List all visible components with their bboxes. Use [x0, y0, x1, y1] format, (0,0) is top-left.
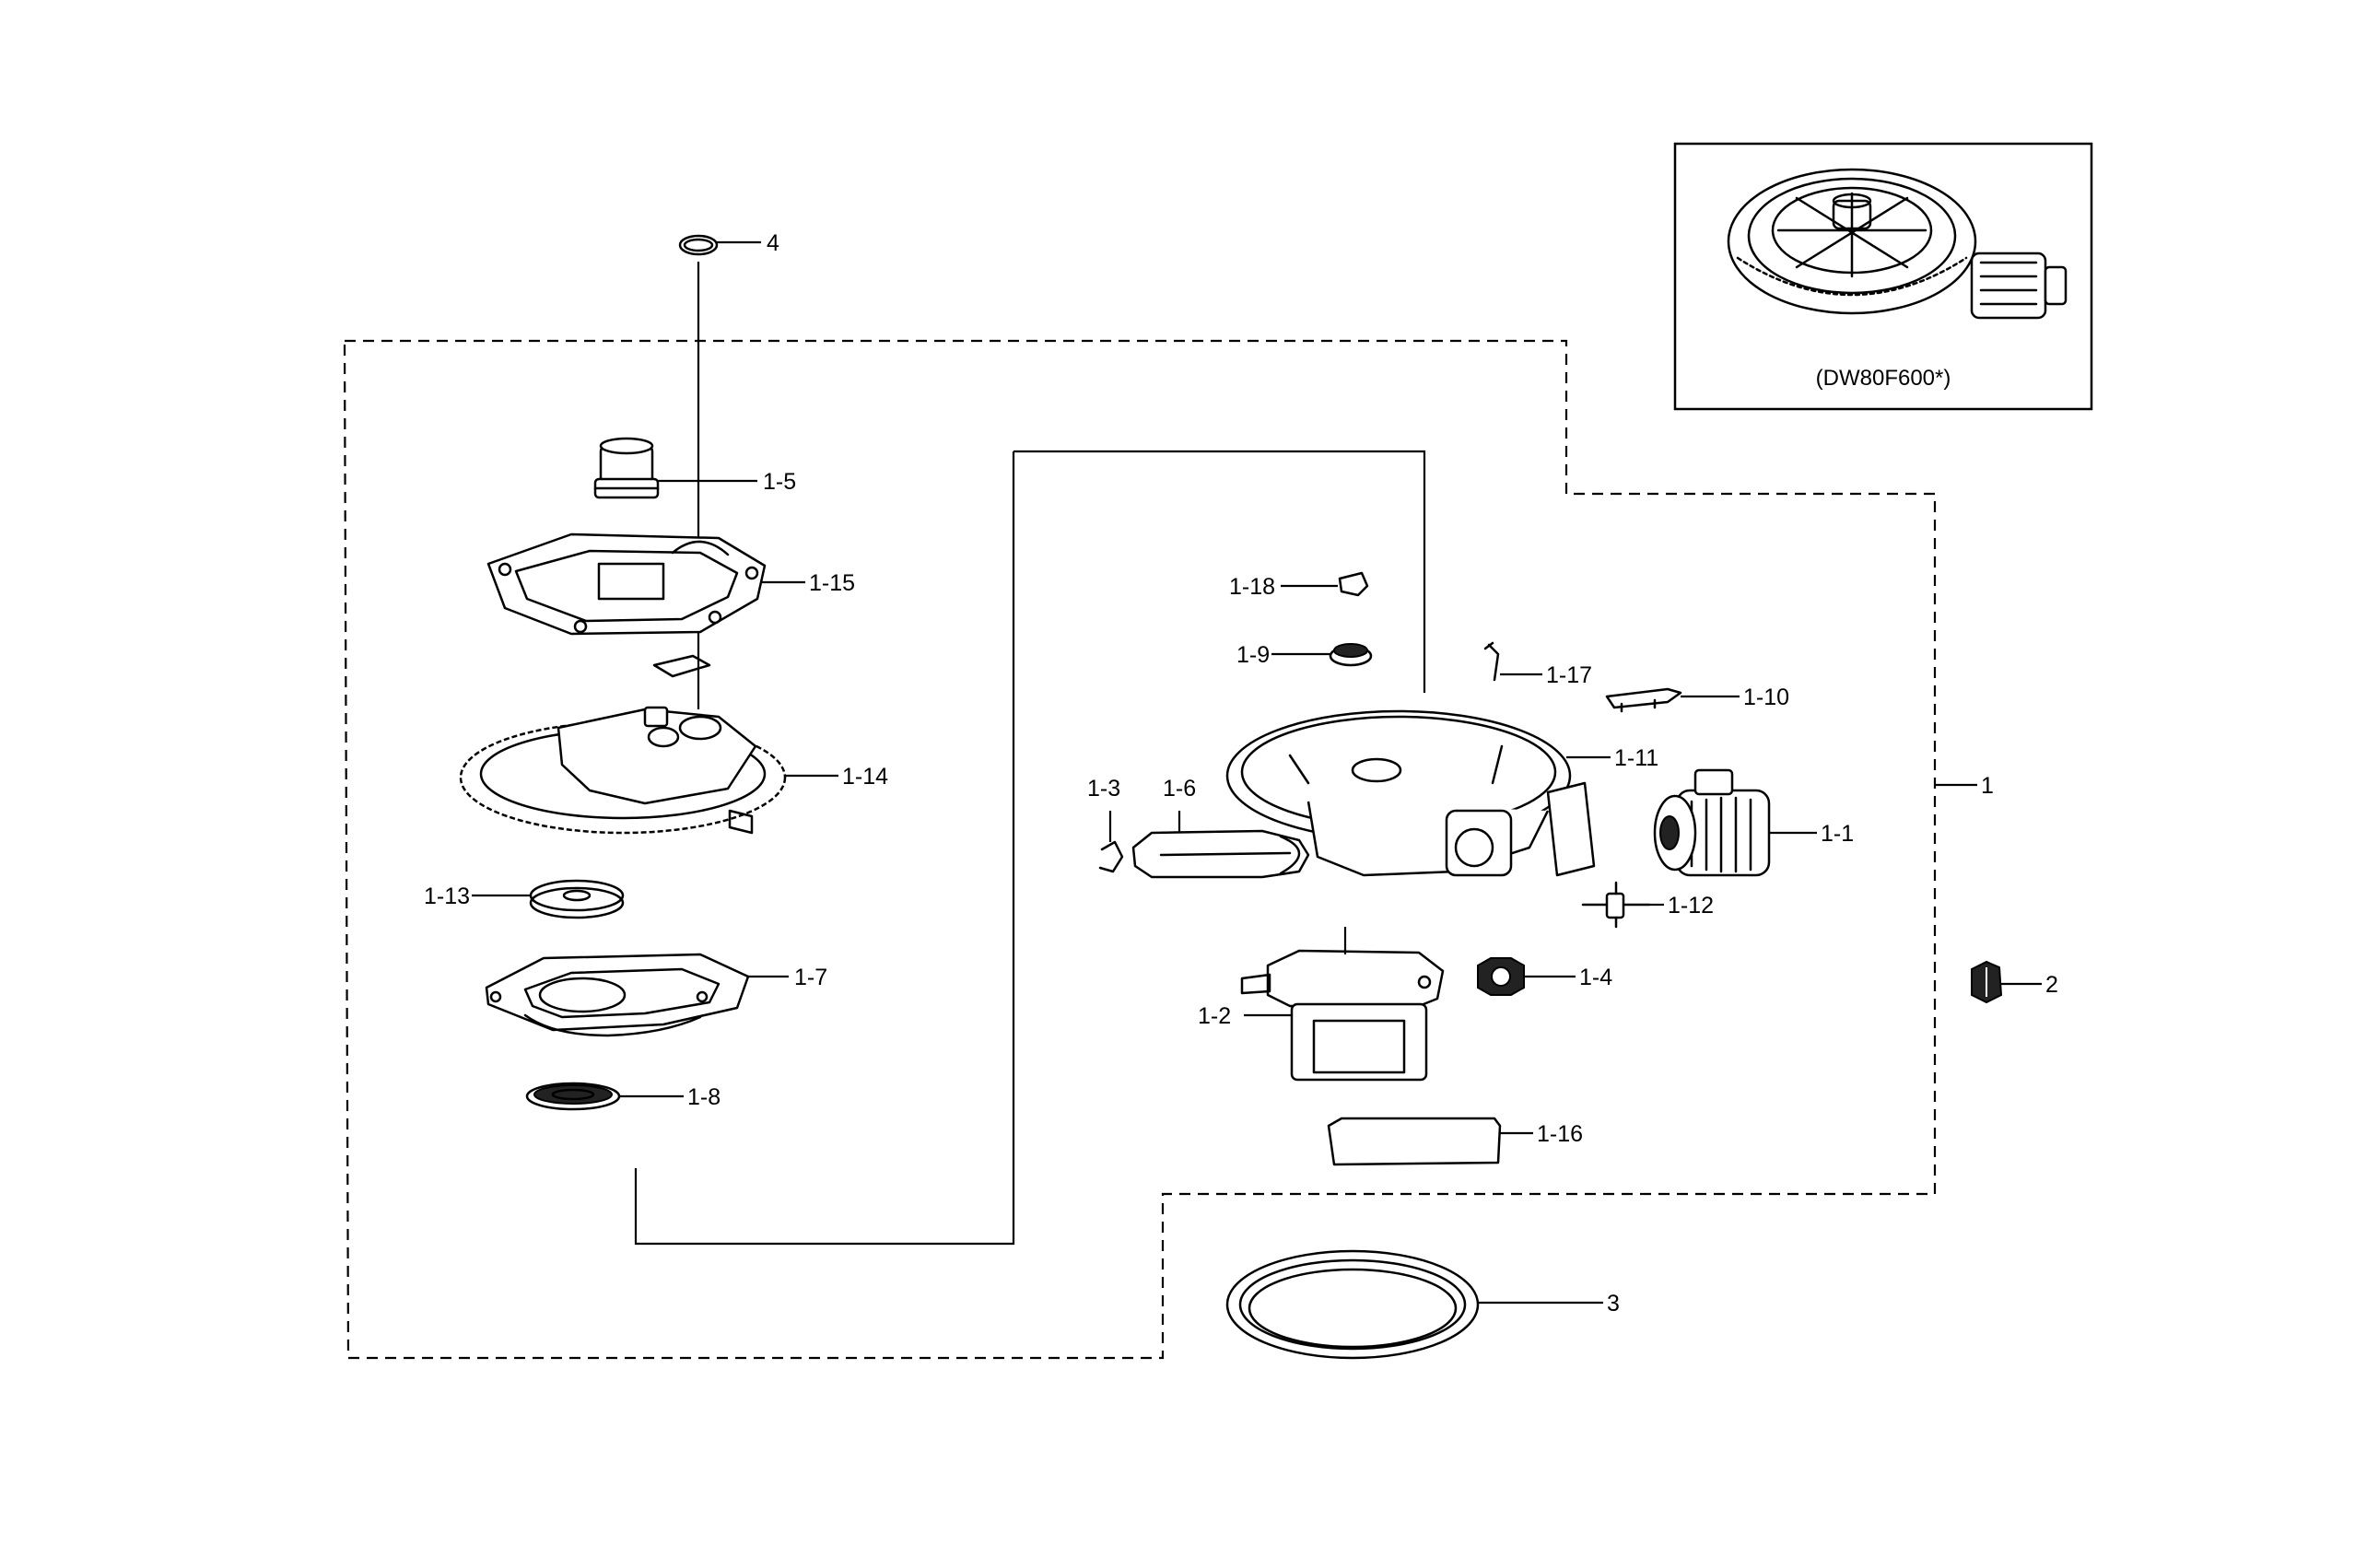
part-1-16-cover-plate — [1327, 1117, 1502, 1166]
part-1-14-sump-plate — [459, 706, 787, 835]
part-1-2-pump-motor — [1240, 927, 1445, 1082]
label-1-7: 1-7 — [794, 965, 827, 990]
part-1-12-sensor — [1581, 881, 1651, 929]
label-1-10: 1-10 — [1743, 685, 1789, 710]
part-1-10-bracket — [1605, 687, 1682, 713]
label-1-18: 1-18 — [1229, 574, 1275, 600]
part-1-11-sump-body — [1225, 709, 1596, 877]
label-1-9: 1-9 — [1236, 642, 1270, 668]
label-1-8: 1-8 — [687, 1084, 721, 1110]
part-1-8-seal — [525, 1082, 621, 1111]
label-1-11: 1-11 — [1614, 745, 1658, 771]
part-1-6-hose — [1131, 811, 1310, 879]
part-1-7-housing — [485, 953, 750, 1037]
part-1-15-cover — [486, 532, 767, 636]
subassembly-boundary-solid — [634, 450, 1426, 1246]
label-4: 4 — [767, 230, 779, 256]
label-1-16: 1-16 — [1537, 1121, 1583, 1147]
label-1-5: 1-5 — [763, 469, 796, 495]
label-1-3: 1-3 — [1087, 776, 1120, 802]
part-1-3-clamp — [1098, 811, 1124, 873]
assembly-boundary-dashed — [343, 339, 1937, 1360]
part-1-9-grommet — [1329, 643, 1373, 667]
label-1-4: 1-4 — [1579, 965, 1612, 990]
label-1-12: 1-12 — [1668, 893, 1714, 919]
label-1-2: 1-2 — [1198, 1003, 1231, 1029]
part-1-1-motor — [1653, 768, 1771, 877]
label-1-15: 1-15 — [809, 570, 855, 596]
part-2-nut — [1971, 960, 2003, 1004]
part-1-18-clip — [1338, 571, 1369, 597]
part-3-ring-gasket — [1225, 1249, 1480, 1360]
label-1-13: 1-13 — [424, 883, 470, 909]
part-4-o-ring — [678, 234, 719, 256]
gasket-ring — [652, 654, 711, 678]
label-2: 2 — [2045, 972, 2058, 998]
label-1-17: 1-17 — [1546, 662, 1592, 688]
part-1-5-cap — [593, 437, 660, 499]
part-1-4-valve — [1477, 957, 1525, 996]
label-3: 3 — [1607, 1291, 1620, 1316]
inset-assembly-illustration — [1727, 168, 2068, 320]
part-1-13-disc — [529, 879, 625, 919]
label-1-1: 1-1 — [1821, 821, 1854, 847]
inset-box — [1673, 142, 2093, 411]
label-1-14: 1-14 — [842, 764, 888, 790]
part-1-17-pin — [1483, 641, 1500, 682]
label-1-6: 1-6 — [1163, 776, 1196, 802]
inset-model-label: (DW80F600*) — [1816, 366, 1951, 391]
label-1: 1 — [1981, 773, 1994, 799]
